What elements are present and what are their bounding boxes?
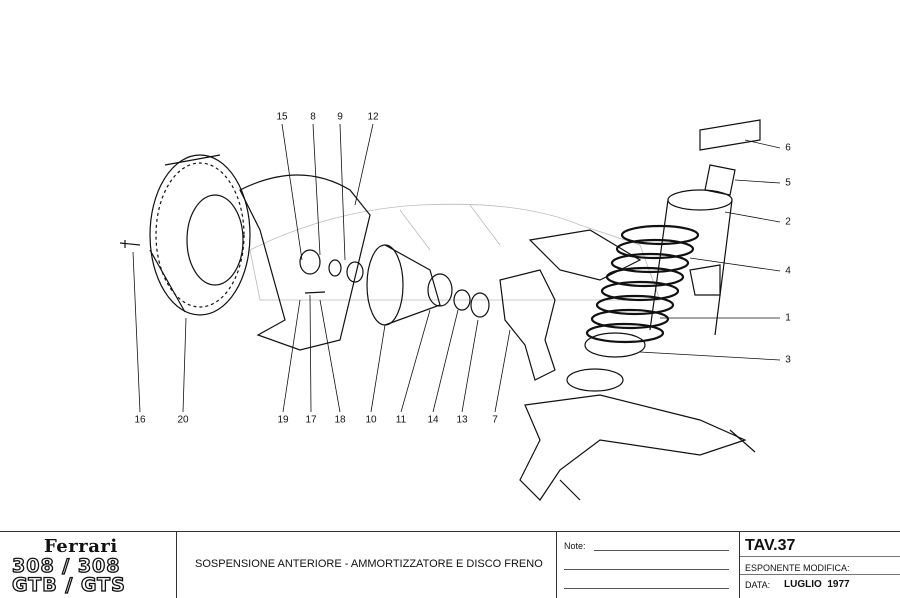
callout-13: 13 [456,414,468,426]
wheel-hub [366,244,490,326]
callout-15: 15 [276,111,288,123]
bearings [299,249,364,294]
callout-17: 17 [305,414,317,426]
suspension-exploded-diagram [119,119,781,501]
wheel-stud [119,240,141,248]
divider [740,574,900,575]
callout-20: 20 [177,414,189,426]
callout-3: 3 [785,354,791,366]
lower-arm [519,394,747,501]
model-logo-line1: 308 / 308 [11,554,121,577]
spring-coil [605,266,685,288]
brake-disc [149,154,251,316]
callout-18: 18 [334,414,346,426]
spring-coil [585,322,665,344]
callout-6: 6 [785,142,791,154]
esponente-modifica-label: ESPONENTE MODIFICA: [745,563,850,573]
notes-cell: Note: [556,532,740,598]
spring-coil [600,280,680,302]
callout-4: 4 [785,265,791,277]
note-label: Note: [564,541,586,551]
table-number: TAV.37 [745,537,796,554]
callout-16: 16 [134,414,146,426]
spring-coil [590,308,670,330]
note-line [594,550,729,551]
lower-arm-bushing [559,429,756,501]
note-line [564,569,729,570]
date-value: LUGLIO 1977 [784,579,850,590]
callout-5: 5 [785,177,791,189]
callout-12: 12 [367,111,379,123]
callout-11: 11 [395,414,407,426]
callout-9: 9 [337,111,343,123]
logo-cell: Ferrari 308 / 308 GTB / GTS [0,532,177,598]
ferrari-logo: Ferrari [44,536,118,557]
callout-10: 10 [365,414,377,426]
spring-coil [610,252,690,274]
callout-2: 2 [785,216,791,228]
callout-1: 1 [785,312,791,324]
note-line [564,588,729,589]
spring-coil [595,294,675,316]
description-cell: SOSPENSIONE ANTERIORE - AMMORTIZZATORE E… [176,532,557,598]
divider [740,556,900,557]
coil-spring-shock [566,119,761,392]
car-silhouette [249,203,661,301]
steering-knuckle [499,269,556,381]
title-block: Ferrari 308 / 308 GTB / GTS SOSPENSIONE … [0,531,900,598]
spring-coil [620,224,700,246]
date-label: DATA: [745,580,771,590]
leader-lines [132,123,781,413]
drawing-description: SOSPENSIONE ANTERIORE - AMMORTIZZATORE E… [195,558,543,570]
dust-shield [239,174,371,351]
callout-19: 19 [277,414,289,426]
spring-coil [615,238,695,260]
model-logo-line2: GTB / GTS [11,573,126,596]
callout-8: 8 [310,111,316,123]
callout-7: 7 [492,414,498,426]
callout-14: 14 [427,414,439,426]
